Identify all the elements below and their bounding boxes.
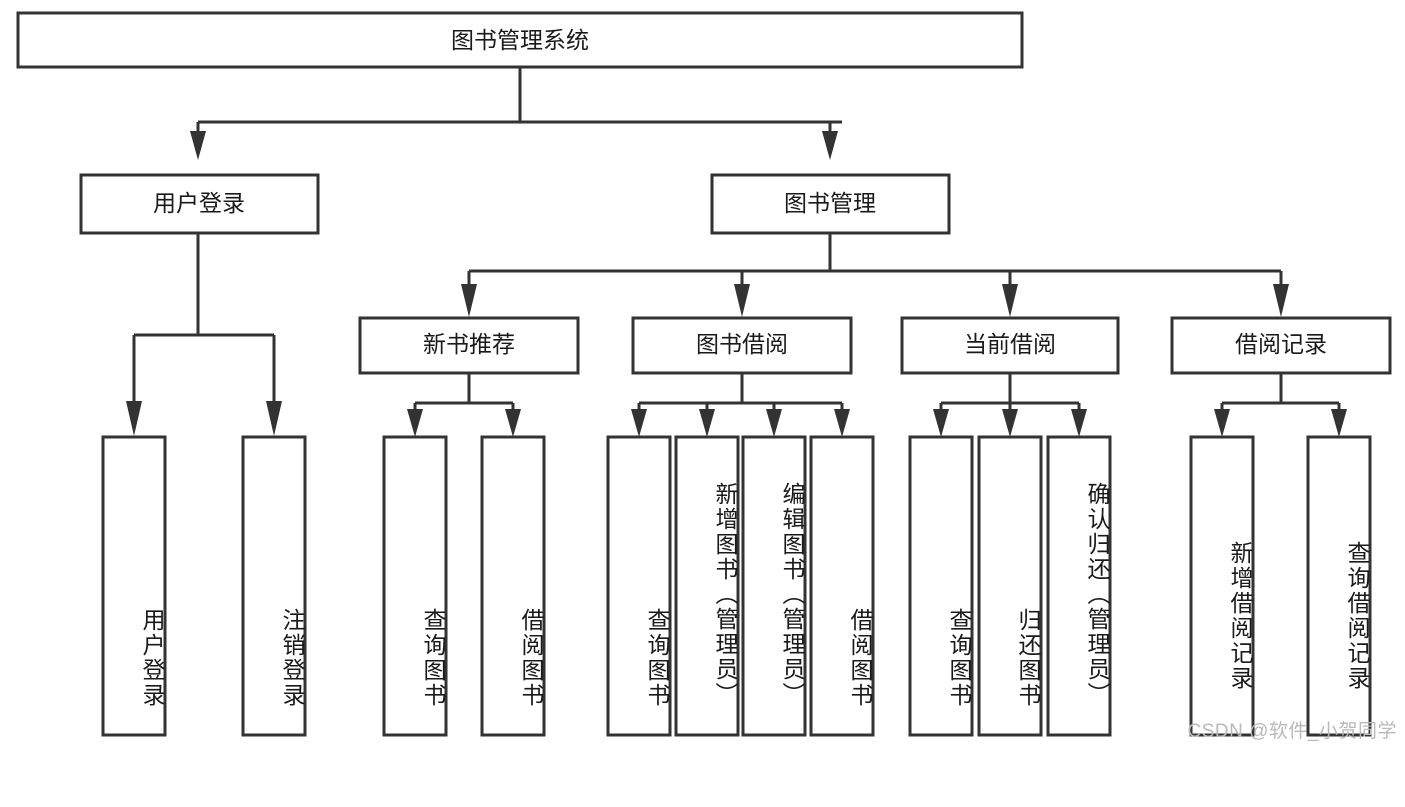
node-root-box[interactable] xyxy=(16,11,1024,69)
arrow-head-book-management xyxy=(822,131,838,160)
edges-user-login-to-leaves xyxy=(126,233,282,436)
node-user-login-label: 用户登录 xyxy=(153,190,245,216)
node-new-book-recommend-box[interactable] xyxy=(358,316,580,375)
node-borrow-record-box[interactable] xyxy=(1170,316,1392,375)
leaf-box-confirm-return[interactable] xyxy=(1046,435,1112,737)
node-new-book-recommend[interactable]: 新书推荐 xyxy=(358,316,580,375)
arrow-head-leaf-borrow-book-2 xyxy=(834,409,850,437)
leaf-box-borrow-book-2[interactable] xyxy=(809,435,875,737)
arrow-head-leaf-query-book-3 xyxy=(933,409,949,437)
arrow-head-leaf-return-book xyxy=(1002,409,1018,437)
edges-book-management-to-level3 xyxy=(461,233,1289,317)
node-current-borrow[interactable]: 当前借阅 xyxy=(900,316,1120,375)
leaf-boxes-book-borrow xyxy=(606,435,875,737)
arrow-head-leaf-add-book xyxy=(699,409,715,437)
leaf-box-user-login[interactable] xyxy=(101,435,167,737)
arrow-head-leaf-query-record xyxy=(1331,409,1347,437)
node-book-borrow[interactable]: 图书借阅 xyxy=(631,316,853,375)
arrow-head-leaf-edit-book xyxy=(766,409,782,437)
leaf-box-query-book-2[interactable] xyxy=(606,435,672,737)
leaf-box-query-record[interactable] xyxy=(1306,435,1372,737)
arrow-head-leaf-query-book-1 xyxy=(407,409,423,437)
leaf-box-add-book[interactable] xyxy=(674,435,740,737)
flowchart-canvas: 图书管理系统 用户登录 图书管理 新书推荐 图书借阅 当前借阅 借阅记录 xyxy=(16,11,1397,742)
edges-root-to-level2 xyxy=(190,67,842,160)
node-book-management[interactable]: 图书管理 xyxy=(710,173,951,235)
leaf-boxes-new-book-recommend xyxy=(382,435,546,737)
node-book-borrow-box[interactable] xyxy=(631,316,853,375)
leaf-box-borrow-book-1[interactable] xyxy=(480,435,546,737)
edges-current-borrow-to-leaves xyxy=(933,373,1087,437)
leaf-box-user-logout[interactable] xyxy=(241,435,307,737)
leaf-boxes-user-login xyxy=(101,435,307,737)
arrow-head-new-book-recommend xyxy=(461,284,477,317)
arrow-head-leaf-confirm-return xyxy=(1071,409,1087,437)
edges-new-book-recommend-to-leaves xyxy=(407,373,521,437)
leaf-boxes-current-borrow xyxy=(908,435,1112,737)
node-book-borrow-label: 图书借阅 xyxy=(696,331,788,357)
node-current-borrow-box[interactable] xyxy=(900,316,1120,375)
node-current-borrow-label: 当前借阅 xyxy=(964,331,1056,357)
node-root[interactable]: 图书管理系统 xyxy=(16,11,1024,69)
arrow-head-user-login xyxy=(190,131,206,160)
node-user-login-box[interactable] xyxy=(79,173,320,235)
arrow-head-leaf-borrow-book-1 xyxy=(505,409,521,437)
arrow-head-book-borrow xyxy=(734,284,750,317)
leaf-box-query-book-3[interactable] xyxy=(908,435,974,737)
arrow-head-leaf-query-book-2 xyxy=(631,409,647,437)
arrow-head-leaf-user-login xyxy=(126,401,142,436)
node-book-management-label: 图书管理 xyxy=(784,190,876,216)
node-user-login[interactable]: 用户登录 xyxy=(79,173,320,235)
leaf-box-query-book-1[interactable] xyxy=(382,435,448,737)
node-borrow-record[interactable]: 借阅记录 xyxy=(1170,316,1392,375)
edges-borrow-record-to-leaves xyxy=(1214,373,1347,437)
watermark-text: CSDN @软件_小贺同学 xyxy=(1187,721,1397,742)
leaf-box-return-book[interactable] xyxy=(977,435,1043,737)
leaf-boxes-borrow-record xyxy=(1189,435,1372,737)
node-book-management-box[interactable] xyxy=(710,173,951,235)
arrow-head-current-borrow xyxy=(1002,284,1018,317)
arrow-head-borrow-record xyxy=(1273,284,1289,317)
arrow-head-leaf-add-record xyxy=(1214,409,1230,437)
node-borrow-record-label: 借阅记录 xyxy=(1235,331,1327,357)
flowchart-svg: 图书管理系统 用户登录 图书管理 新书推荐 图书借阅 当前借阅 借阅记录 xyxy=(16,11,1392,737)
leaf-box-edit-book[interactable] xyxy=(741,435,807,737)
arrow-head-leaf-user-logout xyxy=(266,401,282,436)
node-root-label: 图书管理系统 xyxy=(451,27,589,53)
leaf-box-add-record[interactable] xyxy=(1189,435,1255,737)
node-new-book-recommend-label: 新书推荐 xyxy=(423,331,515,357)
edges-book-borrow-to-leaves xyxy=(631,373,850,437)
